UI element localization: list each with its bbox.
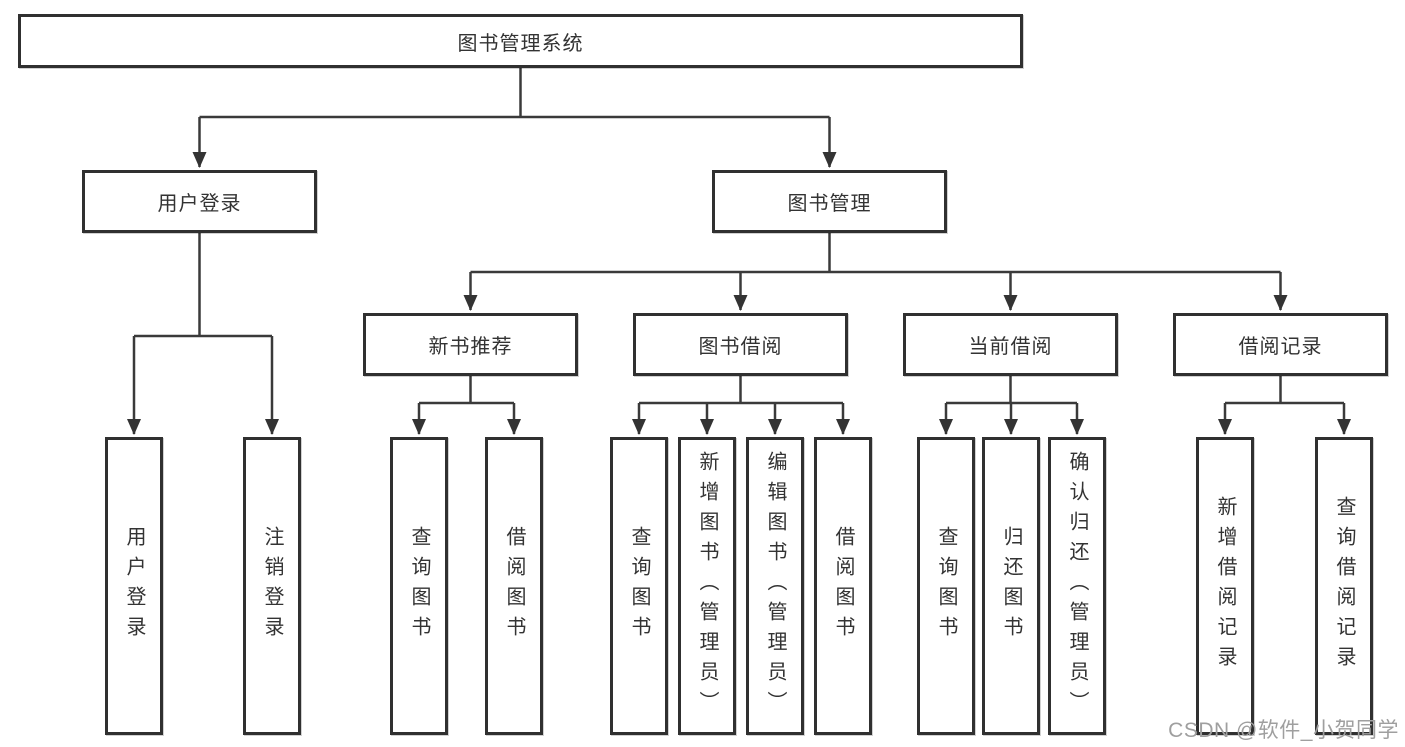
leaf-borrow-books: 借阅图书 bbox=[814, 437, 872, 735]
leaf-label: 查询图书 bbox=[628, 526, 650, 646]
leaf-label: 查询借阅记录 bbox=[1333, 496, 1355, 676]
node-label: 当前借阅 bbox=[968, 336, 1053, 358]
node-library-management-system: 图书管理系统 bbox=[18, 14, 1023, 68]
node-borrow-records: 借阅记录 bbox=[1173, 313, 1388, 376]
node-label: 图书借阅 bbox=[698, 336, 783, 358]
node-label: 新书推荐 bbox=[428, 336, 513, 358]
leaf-add-books-admin: 新增图书（管理员） bbox=[678, 437, 736, 735]
leaf-query-borrow-record: 查询借阅记录 bbox=[1315, 437, 1373, 735]
leaf-label: 查询图书 bbox=[408, 526, 430, 646]
leaf-user-login: 用户登录 bbox=[105, 437, 163, 735]
leaf-label: 归还图书 bbox=[1000, 526, 1022, 646]
leaf-label: 新增图书（管理员） bbox=[696, 451, 718, 721]
leaf-edit-books-admin: 编辑图书（管理员） bbox=[746, 437, 804, 735]
node-label: 图书管理系统 bbox=[457, 32, 584, 55]
leaf-query-books-current: 查询图书 bbox=[917, 437, 975, 735]
leaf-add-borrow-record: 新增借阅记录 bbox=[1196, 437, 1254, 735]
leaf-label: 查询图书 bbox=[935, 526, 957, 646]
leaf-label: 编辑图书（管理员） bbox=[764, 451, 786, 721]
leaf-confirm-return-admin: 确认归还（管理员） bbox=[1048, 437, 1106, 735]
node-book-management: 图书管理 bbox=[712, 170, 947, 233]
leaf-label: 借阅图书 bbox=[503, 526, 525, 646]
node-book-borrow: 图书借阅 bbox=[633, 313, 848, 376]
leaf-label: 注销登录 bbox=[261, 526, 283, 646]
leaf-query-books-recommend: 查询图书 bbox=[390, 437, 448, 735]
node-current-borrow: 当前借阅 bbox=[903, 313, 1118, 376]
leaf-logout: 注销登录 bbox=[243, 437, 301, 735]
leaf-label: 借阅图书 bbox=[832, 526, 854, 646]
csdn-watermark: CSDN @软件_小贺同学 bbox=[1168, 719, 1399, 742]
leaf-label: 新增借阅记录 bbox=[1214, 496, 1236, 676]
leaf-label: 用户登录 bbox=[123, 526, 145, 646]
node-label: 用户登录 bbox=[157, 193, 242, 215]
leaf-borrow-books-recommend: 借阅图书 bbox=[485, 437, 543, 735]
node-new-book-recommend: 新书推荐 bbox=[363, 313, 578, 376]
leaf-query-books-borrow: 查询图书 bbox=[610, 437, 668, 735]
leaf-label: 确认归还（管理员） bbox=[1066, 451, 1088, 721]
node-user-login: 用户登录 bbox=[82, 170, 317, 233]
node-label: 图书管理 bbox=[787, 193, 872, 215]
leaf-return-books: 归还图书 bbox=[982, 437, 1040, 735]
node-label: 借阅记录 bbox=[1238, 336, 1323, 358]
